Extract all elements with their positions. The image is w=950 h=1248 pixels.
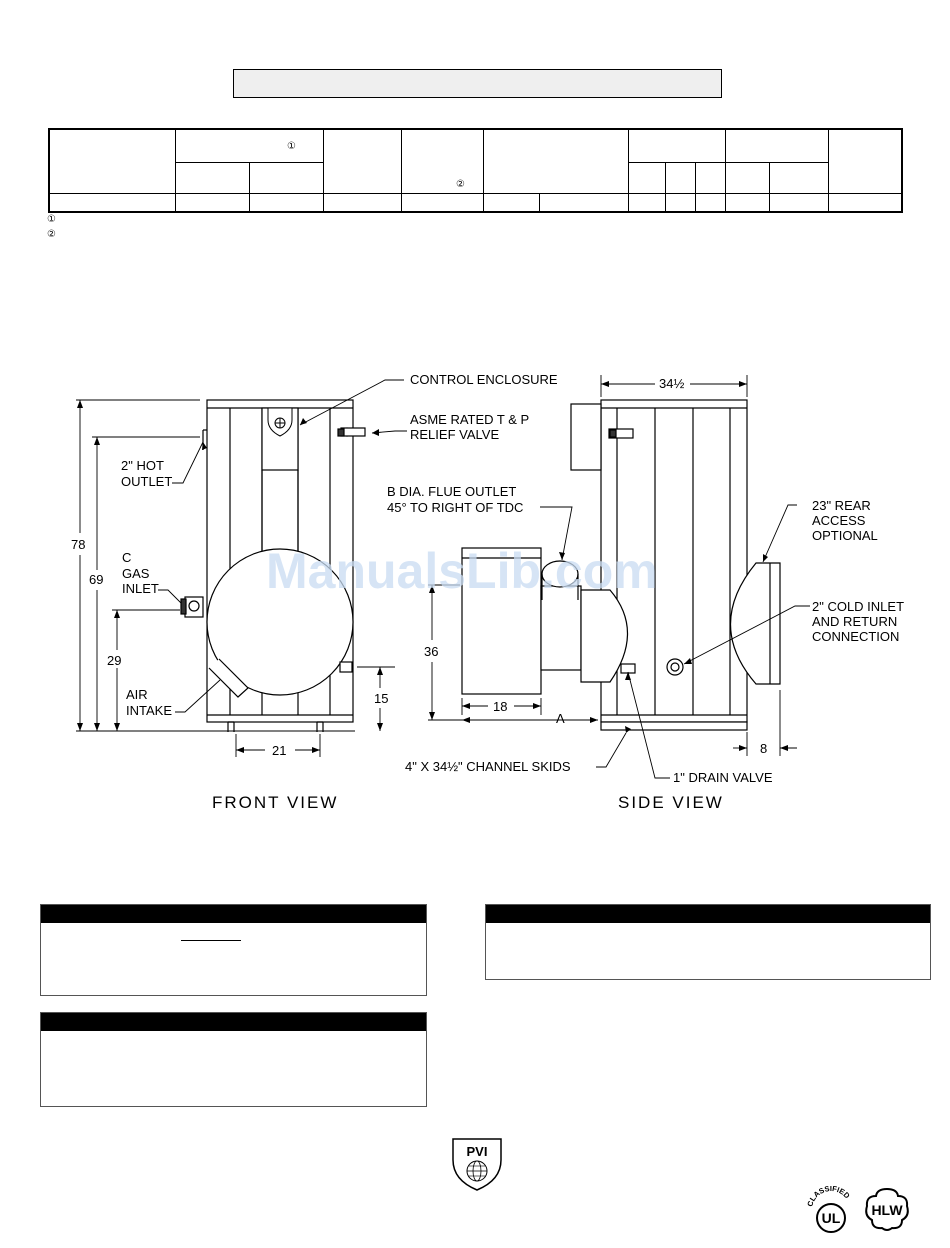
hlw-text: HLW	[871, 1202, 903, 1218]
pvi-small-emblem	[267, 407, 293, 437]
dim-drain-height: 15	[374, 691, 388, 706]
dim-gas-inlet-height: 29	[107, 653, 121, 668]
label-cold-inlet-1: 2" COLD INLET	[812, 599, 904, 614]
table-col-line	[175, 130, 176, 211]
dim-skid-width: 21	[272, 743, 286, 758]
label-channel-skids: 4" X 34½" CHANNEL SKIDS	[405, 759, 571, 774]
table-subheader-line	[628, 162, 828, 163]
label-gas-inlet-2: GAS	[122, 566, 150, 581]
label-rear-access-3: OPTIONAL	[812, 528, 878, 543]
side-view-caption: SIDE VIEW	[618, 793, 724, 812]
label-control-enclosure: CONTROL ENCLOSURE	[410, 372, 558, 387]
info-panel-bottom-left	[40, 1012, 427, 1107]
dim-burner-depth: 18	[493, 699, 507, 714]
table-col-line	[695, 162, 696, 211]
table-col-line	[725, 130, 726, 211]
table-col-line	[323, 130, 324, 211]
panel-header	[41, 905, 426, 923]
ul-classified-mark: CLASSIFIED UL	[806, 1186, 852, 1233]
label-cold-inlet-2: AND RETURN	[812, 614, 897, 629]
label-hot-outlet-2: OUTLET	[121, 474, 172, 489]
label-cold-inlet-3: CONNECTION	[812, 629, 899, 644]
label-rear-access-2: ACCESS	[812, 513, 866, 528]
ul-text: UL	[822, 1210, 841, 1226]
panel-header	[486, 905, 930, 923]
label-rear-access-1: 23" REAR	[812, 498, 871, 513]
label-relief-valve-1: ASME RATED T & P	[410, 412, 529, 427]
hlw-mark: HLW	[865, 1187, 909, 1231]
dim-rear: 8	[760, 741, 767, 756]
table-col-line	[539, 193, 540, 211]
dimension-drawing: 78 69 29 15 21 CONTROL ENCLOSURE ASME RA…	[71, 372, 904, 812]
label-flue-2: 45° TO RIGHT OF TDC	[387, 500, 523, 515]
front-view-outline	[180, 399, 366, 732]
side-dimensions	[428, 375, 810, 779]
label-relief-valve-2: RELIEF VALVE	[410, 427, 499, 442]
side-view-outline	[461, 399, 781, 731]
table-col-line	[249, 162, 250, 211]
note-marker-2: ②	[456, 179, 465, 190]
label-hot-outlet-1: 2" HOT	[121, 458, 164, 473]
dimension-arrows	[77, 381, 788, 753]
table-col-line	[769, 162, 770, 211]
panel-rule	[181, 940, 241, 941]
dim-overall-height: 78	[71, 537, 85, 552]
label-air-intake-1: AIR	[126, 687, 148, 702]
front-view-caption: FRONT VIEW	[212, 793, 338, 812]
panel-header	[41, 1013, 426, 1031]
dim-hot-outlet-height: 69	[89, 572, 103, 587]
footnote-2: ②	[47, 229, 56, 240]
table-col-line	[828, 130, 829, 211]
specification-table: ① ②	[48, 128, 903, 213]
table-row-divider	[50, 193, 901, 194]
label-air-intake-2: INTAKE	[126, 703, 172, 718]
label-gas-inlet-3: INLET	[122, 581, 159, 596]
label-drain-valve: 1" DRAIN VALVE	[673, 770, 773, 785]
table-col-line	[401, 130, 402, 211]
table-col-line	[628, 130, 629, 211]
watermark: ManualsLib.com	[266, 543, 658, 599]
pvi-logo: PVI	[452, 1138, 502, 1191]
label-flue-1: B DIA. FLUE OUTLET	[387, 484, 516, 499]
info-panel-top-left	[40, 904, 427, 996]
title-bar	[233, 69, 722, 98]
footnote-1: ①	[47, 214, 56, 225]
table-col-line	[665, 162, 666, 211]
dim-depth: 34½	[659, 376, 684, 391]
pvi-logo-text: PVI	[467, 1144, 488, 1159]
dim-a: A	[556, 711, 565, 726]
info-panel-right	[485, 904, 931, 980]
table-col-line	[483, 130, 484, 211]
note-marker-1: ①	[287, 141, 296, 152]
front-dimensions	[76, 379, 407, 757]
dim-flue-height: 36	[424, 644, 438, 659]
label-gas-inlet-1: C	[122, 550, 131, 565]
